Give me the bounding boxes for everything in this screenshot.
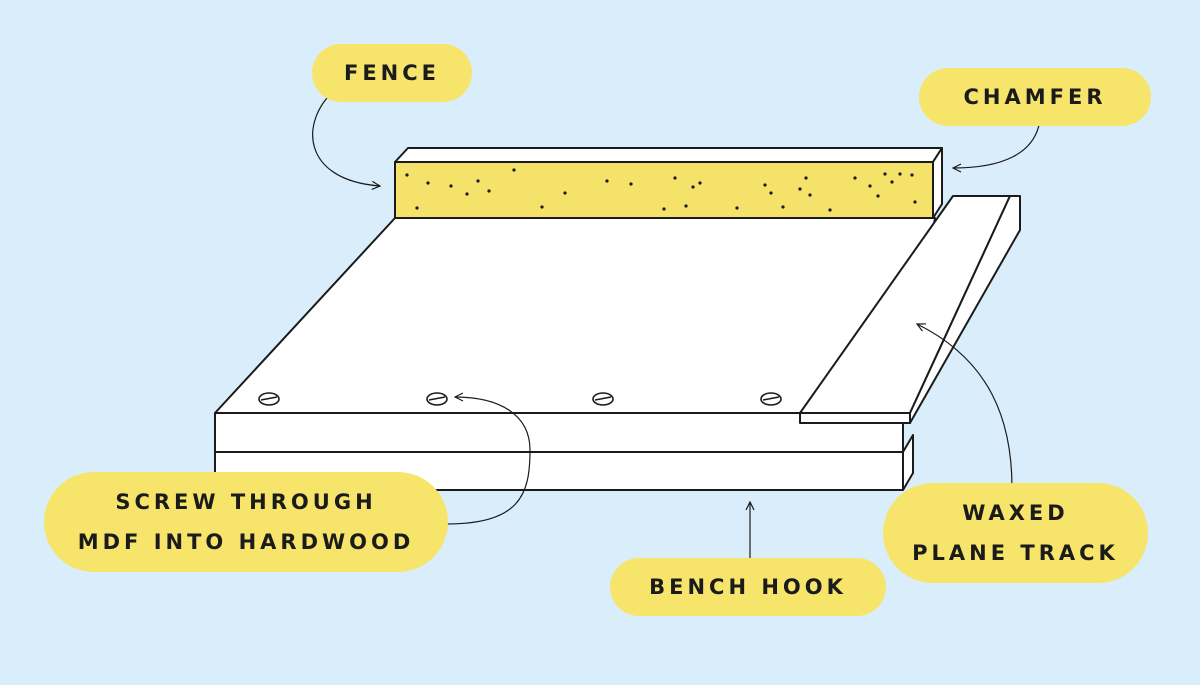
label-waxed-plane-track: WAXED PLANE TRACK — [883, 483, 1148, 583]
label-screw-line1: SCREW THROUGH — [115, 490, 377, 514]
label-waxed-line1: WAXED — [962, 501, 1069, 525]
label-chamfer-text: CHAMFER — [963, 85, 1107, 109]
fence — [394, 147, 943, 219]
label-screw-line2: MDF INTO HARDWOOD — [77, 530, 415, 554]
screw-heads — [258, 392, 782, 406]
leader-lines — [312, 89, 1041, 558]
screw-head-2 — [426, 392, 448, 406]
fence-leader — [312, 89, 380, 186]
label-bench-hook-text: BENCH HOOK — [649, 575, 847, 599]
fence-speckles — [405, 168, 917, 212]
label-fence-text: FENCE — [343, 61, 441, 85]
label-fence: FENCE — [312, 44, 472, 102]
screw-head-3 — [592, 392, 614, 406]
screw-leader — [444, 397, 531, 525]
screw-head-4 — [760, 392, 782, 406]
label-waxed-line2: PLANE TRACK — [912, 541, 1119, 565]
waxed-leader — [917, 324, 1013, 489]
screw-head-1 — [258, 392, 280, 406]
label-bench-hook: BENCH HOOK — [610, 558, 886, 616]
plane-track — [799, 195, 1021, 424]
chamfer-leader — [953, 119, 1041, 168]
mdf-board — [214, 217, 936, 453]
label-screw-through: SCREW THROUGH MDF INTO HARDWOOD — [44, 472, 448, 572]
label-chamfer: CHAMFER — [919, 68, 1151, 126]
